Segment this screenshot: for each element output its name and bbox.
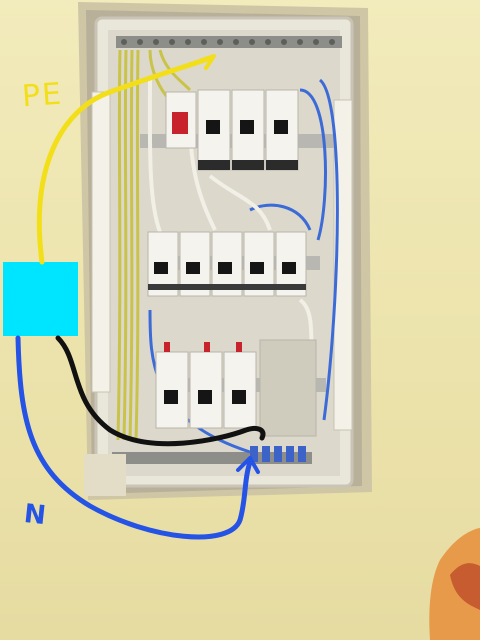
n-arrow-head [236,456,260,474]
pe-wire-annotation [36,55,213,265]
empty-rail-area [259,339,317,437]
n-label: N [22,498,48,532]
n-bus-terminals [250,446,306,462]
pe-label: PE [20,76,65,115]
pe-bus-bar [116,36,342,48]
pe-arrow-head [200,54,216,70]
left-rail [91,91,111,393]
white-wires [147,79,314,361]
n-wire-annotation [15,335,253,540]
breaker-row-3 [155,342,257,429]
breaker-row-2 [147,231,307,297]
orange-object-shadow [450,563,480,610]
live-wire-annotation [55,335,266,447]
source-box [3,262,78,336]
breaker-row-1 [165,89,299,171]
earth-wire-bundle [116,49,192,441]
pe-bus-screws [121,39,335,45]
plaster-patch [84,454,126,496]
